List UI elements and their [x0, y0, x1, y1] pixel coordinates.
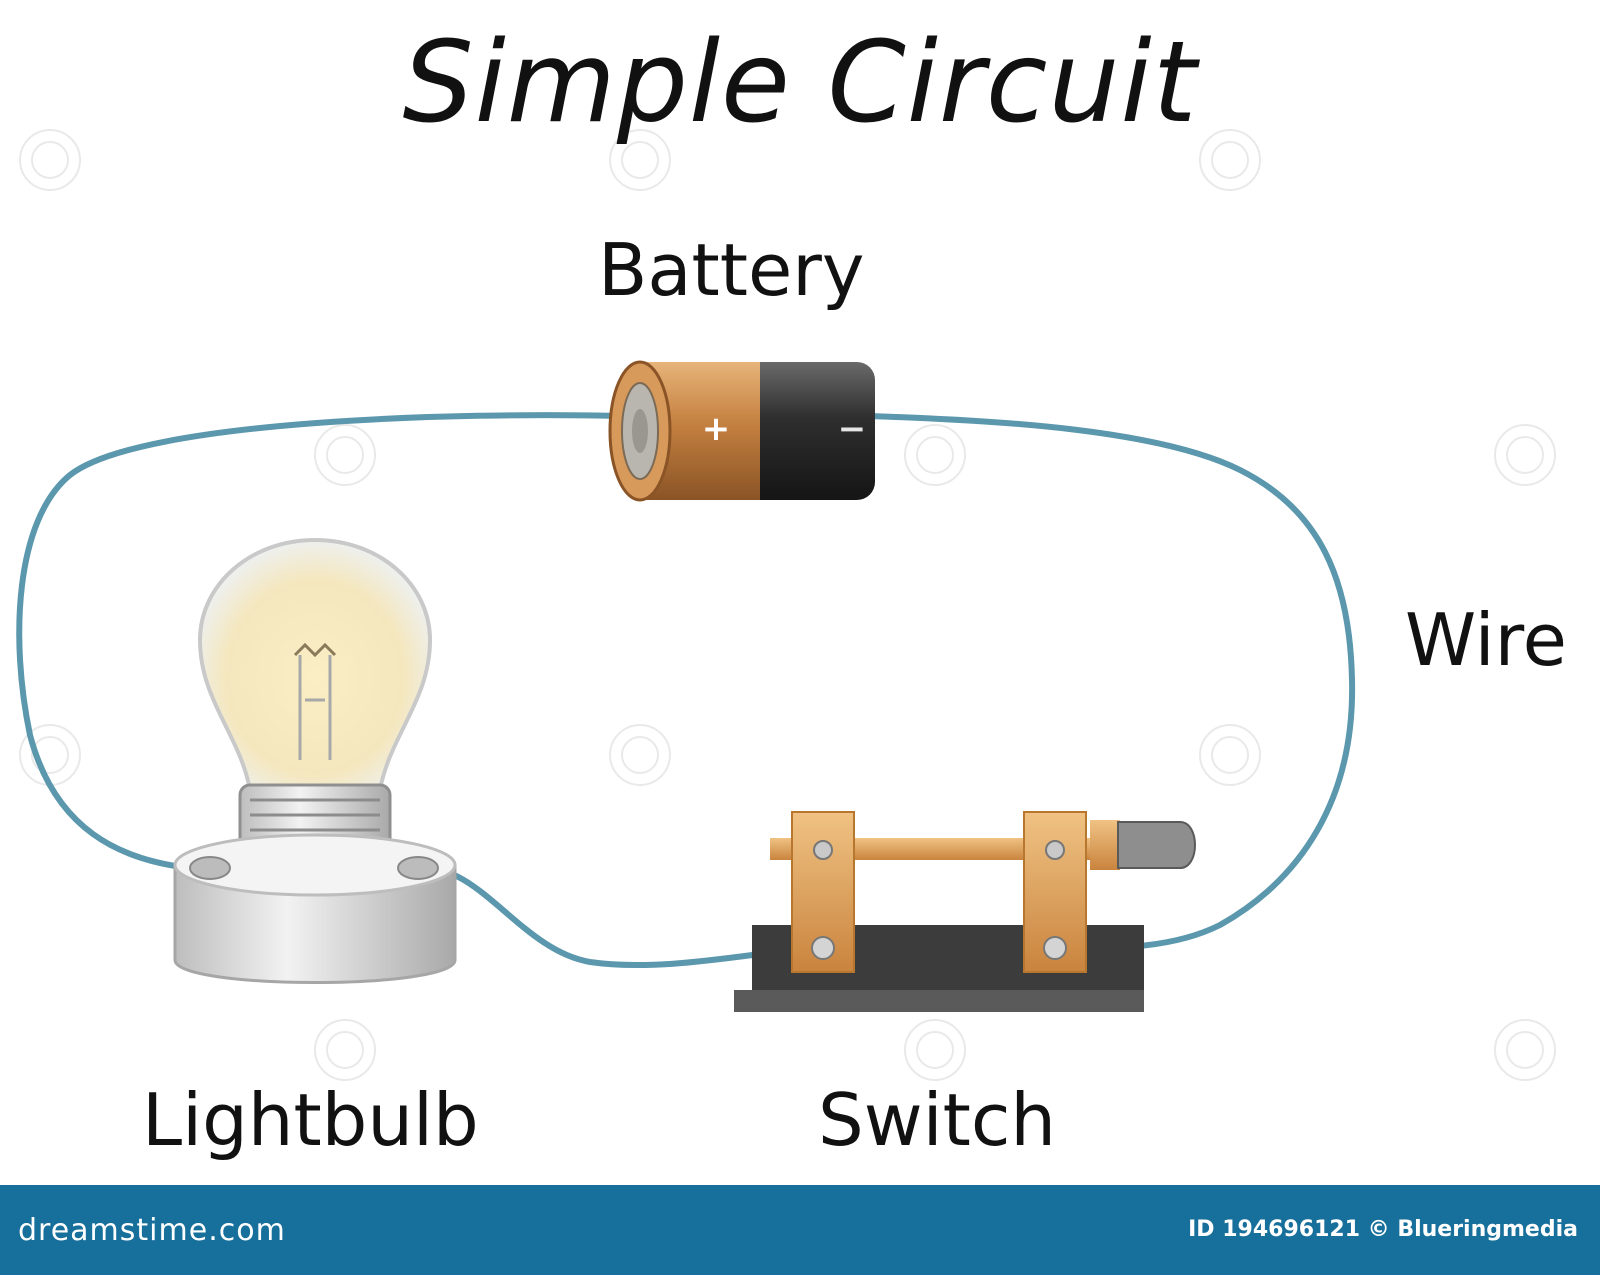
brand-logo: dreamstime.com	[18, 1213, 286, 1248]
battery: + −	[608, 360, 875, 502]
lightbulb-label: Lightbulb	[142, 1078, 479, 1162]
battery-positive-mark: +	[702, 409, 731, 449]
footer-bar: dreamstime.com ID 194696121 © Blueringme…	[0, 1185, 1600, 1275]
diagram-title: Simple Circuit	[402, 18, 1198, 148]
watermark	[19, 129, 1556, 1081]
wire-label: Wire	[1405, 598, 1567, 682]
switch-label: Switch	[818, 1078, 1057, 1162]
wire-battery-to-switch	[865, 413, 1356, 952]
wire	[16, 412, 1356, 969]
wire-bulb-to-switch	[415, 864, 813, 969]
switch	[734, 811, 1196, 1012]
battery-negative-mark: −	[838, 409, 867, 449]
battery-label: Battery	[598, 228, 865, 312]
circuit-illustration: + −	[16, 129, 1556, 1081]
circuit-diagram: + − Simple	[16, 18, 1567, 1162]
lightbulb	[173, 537, 457, 984]
image-credit: ID 194696121 © Blueringmedia	[1188, 1217, 1578, 1242]
wire-battery-to-bulb	[16, 412, 625, 871]
